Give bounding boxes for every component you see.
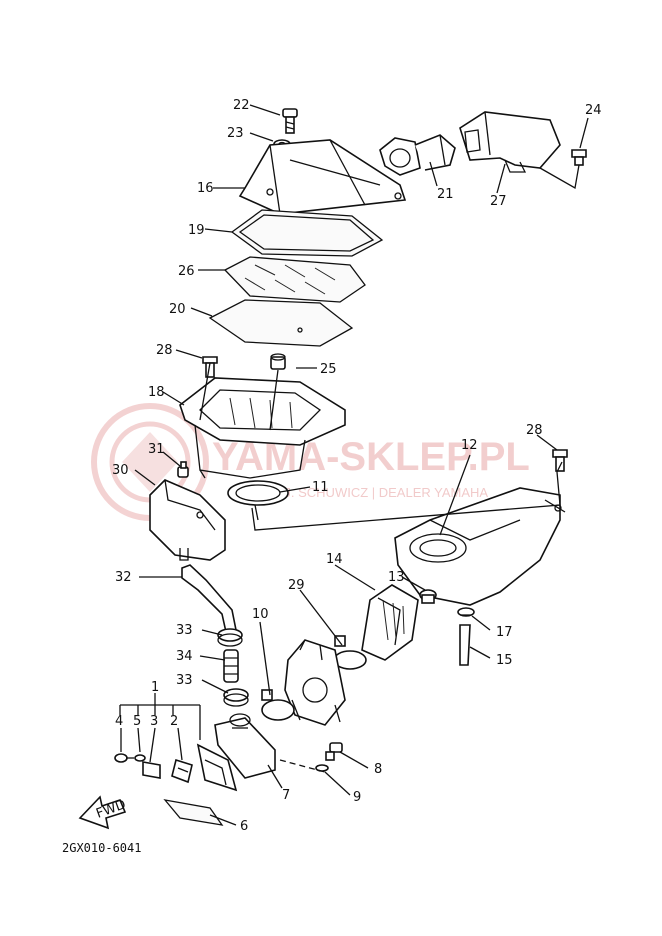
part-4-screw-icon: [114, 753, 134, 763]
callout-17: 17: [496, 625, 513, 640]
part-11-oring-icon: [227, 480, 289, 506]
part-21-joint-icon: [379, 134, 456, 176]
callout-21: 21: [437, 187, 454, 202]
callout-20: 20: [169, 302, 186, 317]
part-16-case-cap-icon: [238, 139, 407, 215]
callout-5: 5: [133, 714, 141, 729]
callout-19: 19: [188, 223, 205, 238]
callout-32: 32: [115, 570, 132, 585]
part-13-grommet-icon: [419, 589, 437, 604]
callout-2: 2: [170, 714, 178, 729]
leader-lines: [119, 104, 589, 826]
callout-28-upper: 28: [156, 343, 173, 358]
part-20-element-icon: [208, 299, 354, 347]
callout-4: 4: [115, 714, 123, 729]
callout-15: 15: [496, 653, 513, 668]
callout-27: 27: [490, 194, 507, 209]
callout-28-lower: 28: [526, 423, 543, 438]
part-28b-bolt-icon: [552, 449, 568, 472]
callout-13: 13: [388, 570, 405, 585]
carburetor-icon: [284, 639, 346, 726]
part-30-resonator-icon: [149, 479, 226, 561]
callout-23: 23: [227, 126, 244, 141]
part-34-pipe-icon: [223, 649, 239, 683]
callout-labels: 22 23 16 19 26 20 28 25 18 21 24 27 31 3…: [112, 98, 602, 834]
callout-25: 25: [320, 362, 337, 377]
part-17-clip-icon: [457, 607, 475, 617]
part-8-screw-icon: [325, 742, 343, 761]
watermark-subtitle: WOJ. SCHUWICZ | DEALER YAMAHA: [262, 485, 488, 500]
callout-30: 30: [112, 463, 129, 478]
part-22-screw-icon: [282, 108, 298, 134]
callout-11: 11: [312, 480, 329, 495]
callout-8: 8: [374, 762, 382, 777]
callout-18: 18: [148, 385, 165, 400]
callout-33-lower: 33: [176, 673, 193, 688]
callout-3: 3: [150, 714, 158, 729]
part-3-stopper-icon: [142, 761, 161, 779]
callout-10: 10: [252, 607, 269, 622]
part-31-screw-icon: [177, 461, 189, 478]
part-24-bolt-icon: [571, 149, 587, 166]
part-18-case-icon: [179, 377, 346, 479]
callout-34: 34: [176, 649, 193, 664]
part-9-washer-icon: [315, 764, 329, 772]
part-26-element-guide-icon: [223, 256, 366, 303]
callout-33-upper: 33: [176, 623, 193, 638]
diagram-code: 2GX010-6041: [62, 841, 141, 855]
part-32-hose-icon: [181, 564, 237, 633]
callout-14: 14: [326, 552, 343, 567]
part-12-lower-case-icon: [394, 487, 566, 606]
part-5-washer-icon: [134, 754, 146, 762]
part-19-gasket-icon: [230, 209, 384, 257]
callout-29: 29: [288, 578, 305, 593]
callout-26: 26: [178, 264, 195, 279]
part-33b-clamp-icon: [223, 688, 249, 707]
callout-9: 9: [353, 790, 361, 805]
part-27-leader-line: [539, 164, 580, 190]
part-25-nut-icon: [270, 353, 286, 370]
callout-1: 1: [151, 680, 159, 695]
part-6-gasket-icon: [163, 799, 224, 826]
callout-12: 12: [461, 438, 478, 453]
part-28a-bolt-icon: [202, 356, 218, 378]
callout-31: 31: [148, 442, 165, 457]
callout-22: 22: [233, 98, 250, 113]
part-10-clamp-icon: [261, 689, 295, 721]
callout-16: 16: [197, 181, 214, 196]
callout-6: 6: [240, 819, 248, 834]
part-15-drain-hose-icon: [459, 624, 471, 666]
part-27-duct-icon: [459, 111, 561, 173]
part-33a-clamp-icon: [217, 628, 243, 647]
part-14-joint-icon: [361, 584, 419, 661]
part-7-manifold-icon: [214, 713, 276, 779]
forward-arrow-icon: FWD: [78, 795, 128, 830]
callout-7: 7: [282, 788, 290, 803]
part-2-reed-plate-icon: [171, 758, 193, 784]
part-1-reed-valve-icon: [196, 743, 238, 792]
callout-24: 24: [585, 103, 602, 118]
